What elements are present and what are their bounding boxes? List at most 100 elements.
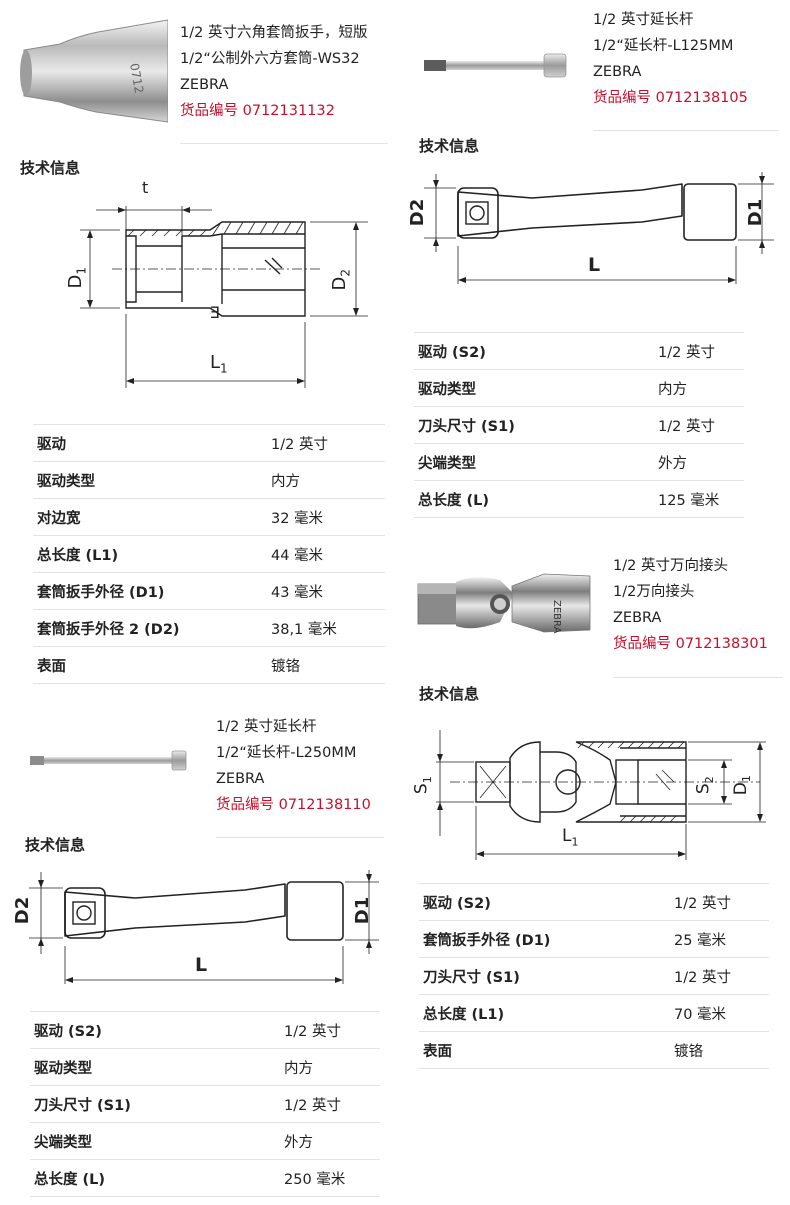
- spec-label: 总长度 (L): [414, 480, 658, 518]
- spec-value: 1/2 英寸: [674, 883, 769, 921]
- svg-text:ZEBRA: ZEBRA: [551, 600, 562, 634]
- spec-row: 总长度 (L1)70 毫米: [419, 994, 769, 1032]
- product-2-brand: ZEBRA: [593, 64, 642, 80]
- product-3-tech-heading: 技术信息: [419, 685, 480, 703]
- product-1-info-divider: [180, 143, 388, 144]
- product-4-diagram: D2 D1 L: [12, 868, 385, 988]
- product-1-info: 1/2 英寸六角套筒扳手，短版 1/2“公制外六方套筒-WS32 ZEBRA 货…: [180, 20, 367, 124]
- spec-value: 32 毫米: [271, 498, 385, 536]
- product-2-tech-heading: 技术信息: [419, 137, 480, 155]
- spec-value: 内方: [658, 369, 744, 407]
- product-1-brand: ZEBRA: [180, 77, 229, 93]
- spec-label: 驱动: [33, 424, 271, 462]
- spec-label: 尖端类型: [414, 443, 658, 481]
- product-1-code-link[interactable]: 货品编号 0712131132: [180, 103, 335, 119]
- spec-row: 表面镀铬: [33, 646, 385, 684]
- spec-row: 尖端类型外方: [30, 1122, 380, 1160]
- spec-label: 驱动类型: [30, 1048, 284, 1086]
- product-3-brand: ZEBRA: [613, 610, 662, 626]
- product-1-model: 1/2“公制外六方套筒-WS32: [180, 51, 360, 67]
- spec-label: 总长度 (L): [30, 1159, 284, 1197]
- spec-value: 1/2 英寸: [658, 406, 744, 444]
- product-2-spec-table: 驱动 (S2)1/2 英寸驱动类型内方刀头尺寸 (S1)1/2 英寸尖端类型外方…: [414, 332, 744, 518]
- spec-row: 套筒扳手外径 (D1)43 毫米: [33, 572, 385, 610]
- spec-label: 表面: [33, 646, 271, 684]
- spec-row: 驱动 (S2)1/2 英寸: [414, 332, 744, 370]
- spec-row: 刀头尺寸 (S1)1/2 英寸: [414, 406, 744, 444]
- spec-row: 刀头尺寸 (S1)1/2 英寸: [419, 957, 769, 995]
- product-2-code-link[interactable]: 货品编号 0712138105: [593, 90, 748, 106]
- svg-text:0712: 0712: [127, 62, 146, 95]
- dim-l-label: L: [195, 954, 208, 976]
- spec-row: 尖端类型外方: [414, 443, 744, 481]
- spec-label: 总长度 (L1): [419, 994, 674, 1032]
- dim-d1-label: D1: [730, 775, 754, 796]
- spec-label: 驱动类型: [414, 369, 658, 407]
- product-2-info: 1/2 英寸延长杆 1/2“延长杆-L125MM ZEBRA 货品编号 0712…: [593, 7, 748, 111]
- product-3-photo: ZEBRA: [414, 560, 594, 645]
- spec-value: 内方: [284, 1048, 380, 1086]
- spec-value: 70 毫米: [674, 994, 769, 1032]
- product-4-code-link[interactable]: 货品编号 0712138110: [216, 797, 371, 813]
- spec-value: 1/2 英寸: [284, 1011, 380, 1049]
- dim-s1-label: S1: [411, 776, 435, 795]
- spec-row: 驱动 (S2)1/2 英寸: [419, 883, 769, 921]
- dim-d1-label: D1: [352, 896, 374, 925]
- product-3-spec-table: 驱动 (S2)1/2 英寸套筒扳手外径 (D1)25 毫米刀头尺寸 (S1)1/…: [419, 883, 769, 1069]
- spec-value: 镀铬: [271, 646, 385, 684]
- product-3-model: 1/2万向接头: [613, 584, 695, 600]
- spec-label: 套筒扳手外径 (D1): [419, 920, 674, 958]
- spec-row: 套筒扳手外径 2 (D2)38,1 毫米: [33, 609, 385, 647]
- product-2-photo: [420, 50, 570, 80]
- spec-value: 1/2 英寸: [284, 1085, 380, 1123]
- spec-label: 刀头尺寸 (S1): [30, 1085, 284, 1123]
- dim-l-label: L: [588, 254, 601, 276]
- spec-value: 125 毫米: [658, 480, 744, 518]
- dim-l1-label: L1: [562, 826, 579, 849]
- spec-row: 刀头尺寸 (S1)1/2 英寸: [30, 1085, 380, 1123]
- product-1-tech-heading: 技术信息: [20, 159, 81, 177]
- spec-row: 总长度 (L)250 毫米: [30, 1159, 380, 1197]
- product-2-info-divider: [593, 130, 779, 131]
- spec-row: 表面镀铬: [419, 1031, 769, 1069]
- product-1-diagram: Ǝ t D1 D2 L1: [60, 178, 380, 393]
- spec-value: 1/2 英寸: [271, 424, 385, 462]
- spec-row: 总长度 (L1)44 毫米: [33, 535, 385, 573]
- spec-value: 43 毫米: [271, 572, 385, 610]
- product-3-info-divider: [613, 677, 783, 678]
- product-4-photo: [28, 745, 188, 775]
- product-4-model: 1/2“延长杆-L250MM: [216, 745, 357, 761]
- product-4-brand: ZEBRA: [216, 771, 265, 787]
- spec-value: 38,1 毫米: [271, 609, 385, 647]
- spec-value: 外方: [658, 443, 744, 481]
- spec-label: 表面: [419, 1031, 674, 1069]
- spec-label: 套筒扳手外径 2 (D2): [33, 609, 271, 647]
- dim-s2-label: S2: [693, 776, 717, 795]
- dim-d2-label: D2: [407, 198, 429, 227]
- product-1-title: 1/2 英寸六角套筒扳手，短版: [180, 25, 368, 41]
- spec-row: 总长度 (L)125 毫米: [414, 480, 744, 518]
- product-3-code-link[interactable]: 货品编号 0712138301: [613, 636, 768, 652]
- dim-d2-label: D2: [12, 896, 34, 925]
- spec-label: 刀头尺寸 (S1): [414, 406, 658, 444]
- spec-value: 250 毫米: [284, 1159, 380, 1197]
- spec-value: 1/2 英寸: [658, 332, 744, 370]
- product-4-info: 1/2 英寸延长杆 1/2“延长杆-L250MM ZEBRA 货品编号 0712…: [216, 714, 371, 818]
- spec-label: 驱动 (S2): [30, 1011, 284, 1049]
- spec-value: 内方: [271, 461, 385, 499]
- spec-row: 驱动类型内方: [33, 461, 385, 499]
- spec-row: 驱动 (S2)1/2 英寸: [30, 1011, 380, 1049]
- dim-d1-label: D1: [64, 267, 89, 289]
- spec-label: 驱动类型: [33, 461, 271, 499]
- spec-label: 对边宽: [33, 498, 271, 536]
- dim-t-label: t: [142, 178, 149, 197]
- spec-value: 1/2 英寸: [674, 957, 769, 995]
- spec-row: 套筒扳手外径 (D1)25 毫米: [419, 920, 769, 958]
- spec-row: 驱动类型内方: [414, 369, 744, 407]
- product-4-info-divider: [216, 837, 384, 838]
- product-2-model: 1/2“延长杆-L125MM: [593, 38, 734, 54]
- spec-value: 44 毫米: [271, 535, 385, 573]
